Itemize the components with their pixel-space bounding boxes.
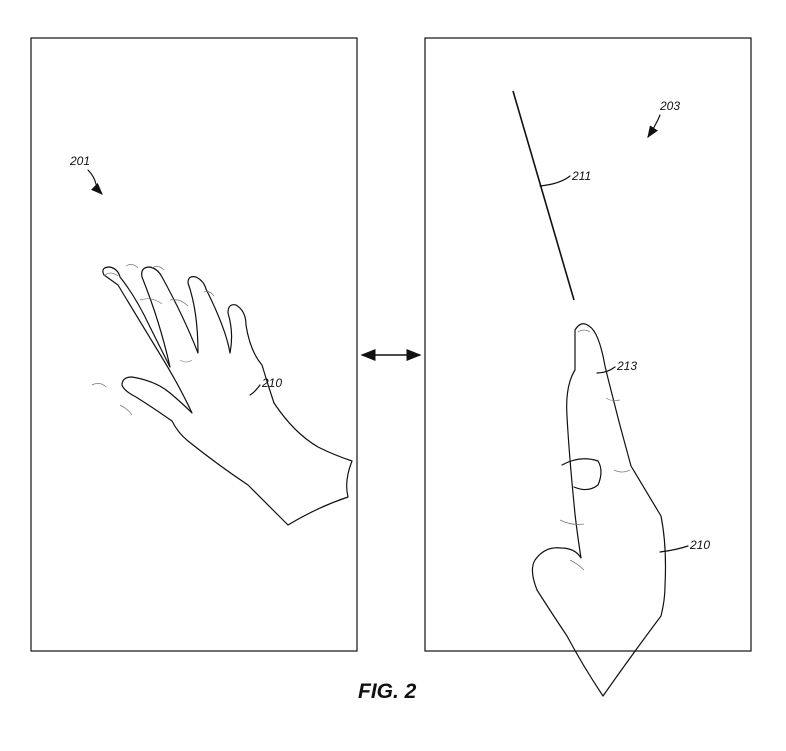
ref-label-210-right: 210 [689,538,710,552]
ref-label-203: 203 [659,99,680,113]
ref-label-211: 211 [571,169,591,183]
figure-caption: FIG. 2 [358,680,417,703]
pointer-line [512,90,575,301]
leader-210-left [249,384,261,396]
ref-label-210-left: 210 [261,376,282,390]
leader-210-right [659,545,689,553]
left-panel-frame [30,37,358,652]
right-panel: 203 211 213 210 [424,37,752,697]
left-panel: 201 210 [30,37,358,652]
ref-arrow-201 [87,169,103,195]
right-panel-frame [424,37,752,652]
ref-label-201: 201 [69,154,90,168]
open-hand-drawing [91,264,353,526]
ref-arrow-203 [647,114,661,138]
pointing-hand-drawing [531,323,667,697]
leader-211 [539,175,571,187]
leader-213 [596,366,616,374]
ref-label-213: 213 [616,359,637,373]
